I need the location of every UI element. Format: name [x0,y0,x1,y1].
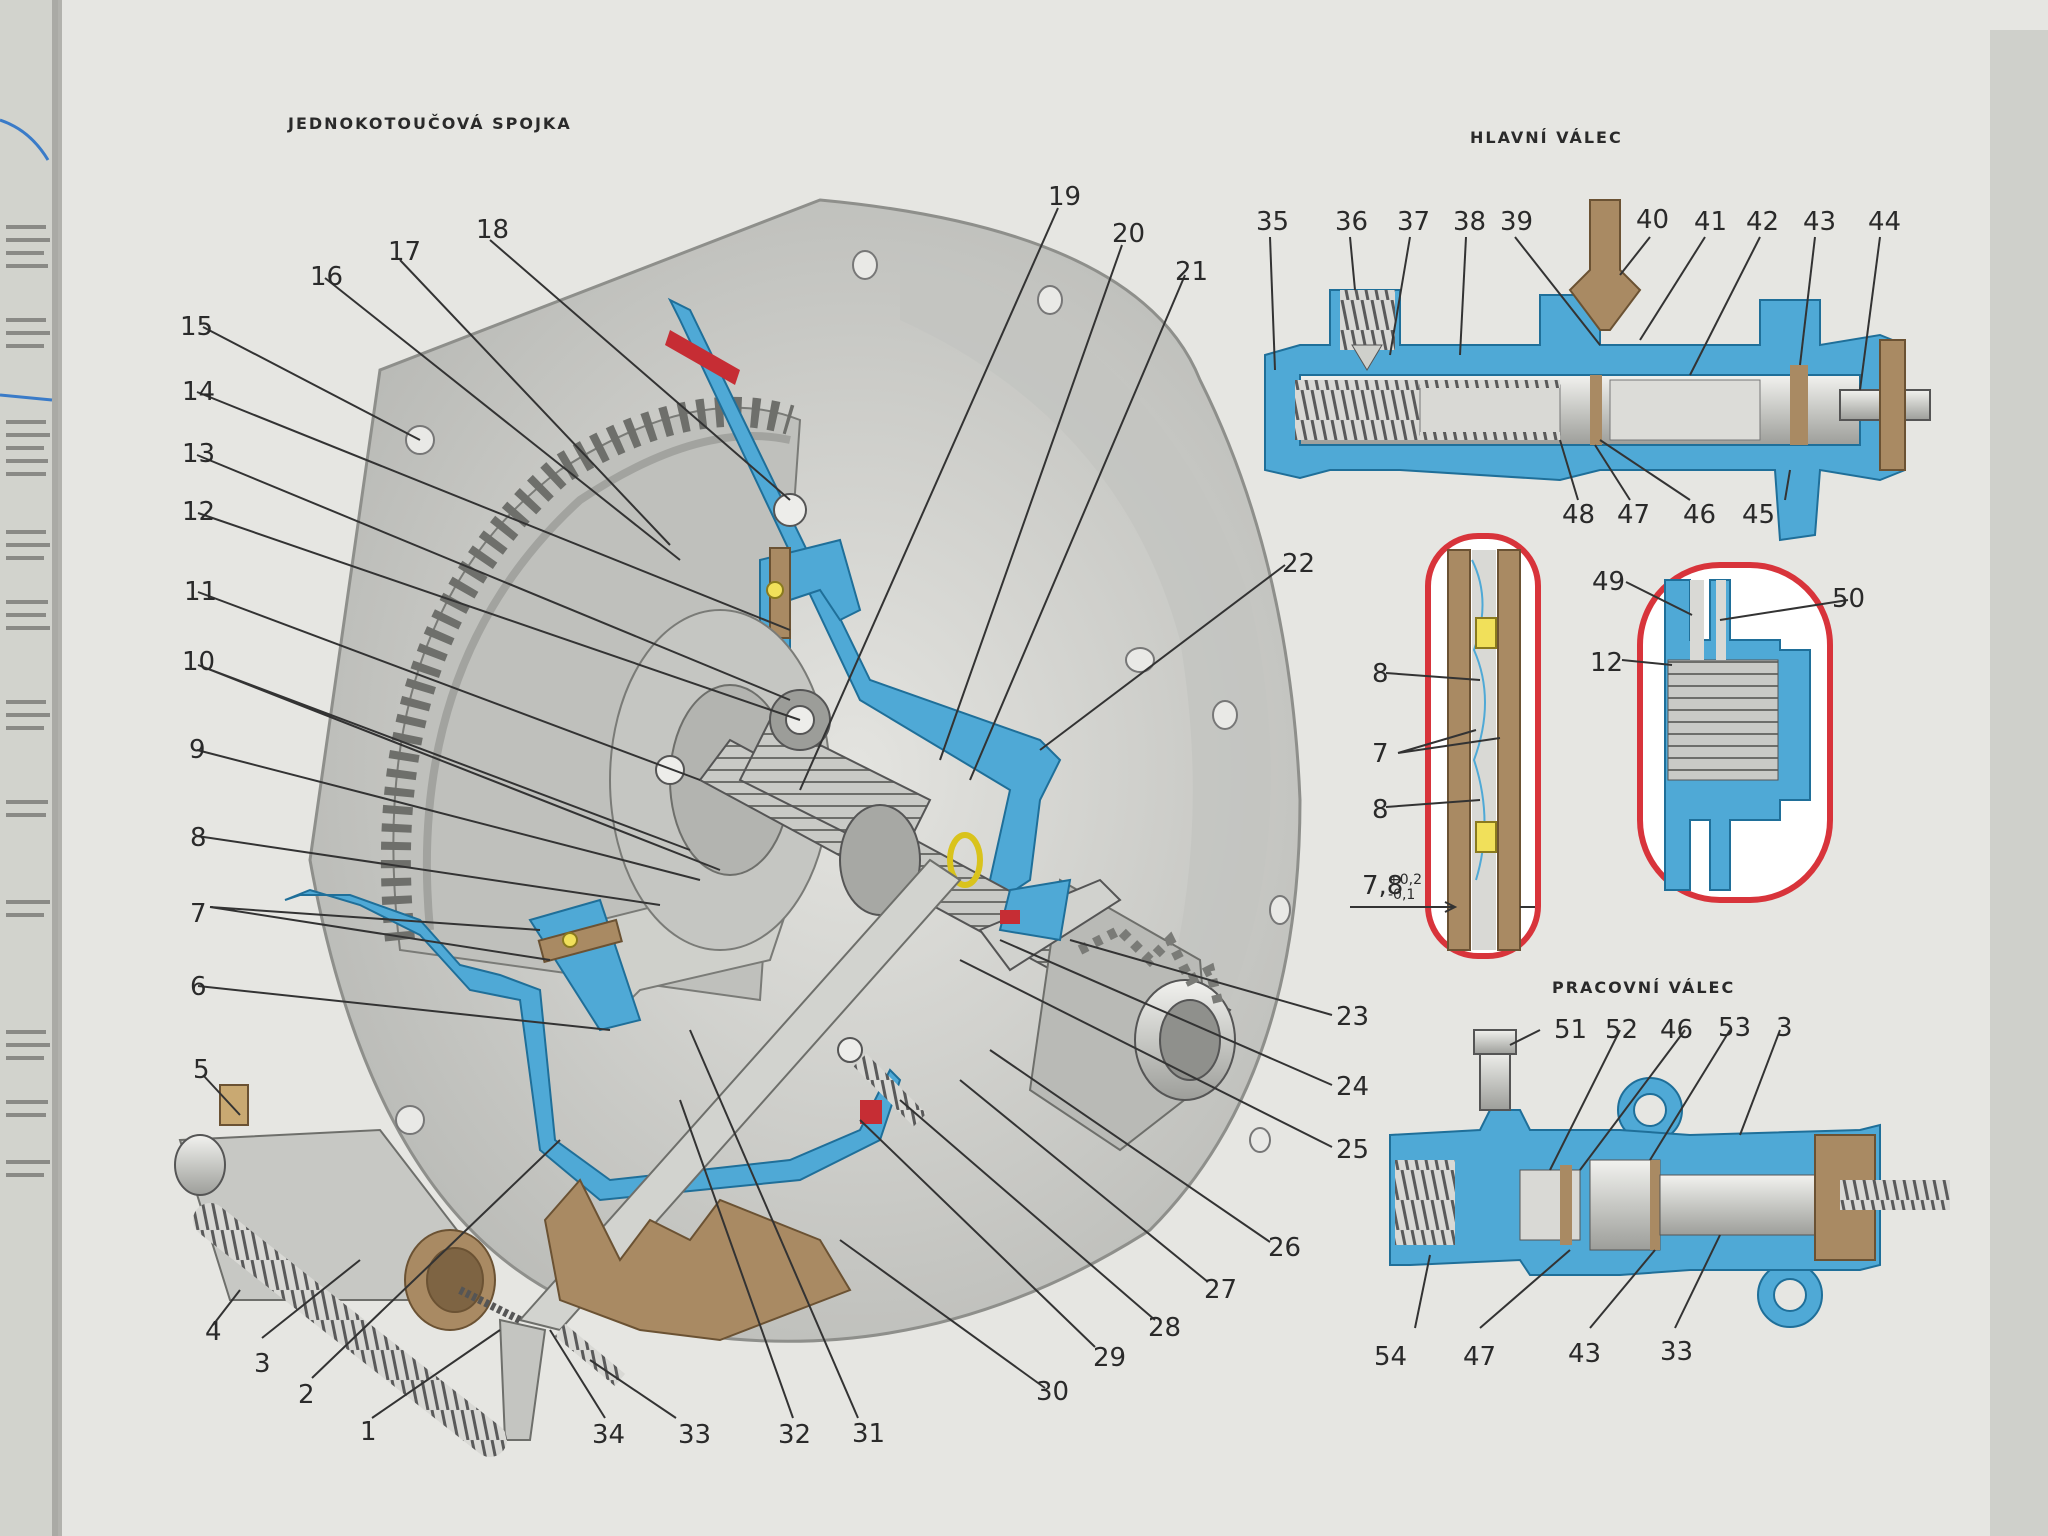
callout-46: 46 [1683,500,1716,530]
callout-29: 29 [1093,1343,1126,1373]
callout-31: 31 [852,1419,885,1449]
callout-26: 26 [1268,1233,1301,1263]
callout-3-slave: 3 [1776,1013,1793,1043]
callout-21: 21 [1175,257,1208,287]
callout-13: 13 [182,439,215,469]
callout-detail-8b: 8 [1372,795,1389,825]
callout-25: 25 [1336,1135,1369,1165]
callout-detail-12: 12 [1590,648,1623,678]
slave-cylinder-section [1389,1029,1950,1328]
callouts-master: 35 36 37 38 39 40 41 42 43 44 45 46 47 4… [1256,205,1901,530]
callouts-details: 8 7 8 49 50 12 [1372,567,1865,825]
callout-39: 39 [1500,207,1533,237]
callout-36: 36 [1335,207,1368,237]
callout-4: 4 [205,1317,222,1347]
callout-53: 53 [1718,1013,1751,1043]
callout-detail-7: 7 [1372,739,1389,769]
callout-47-slave: 47 [1463,1342,1496,1372]
callout-17: 17 [388,237,421,267]
callout-3: 3 [254,1349,271,1379]
callout-46-slave: 46 [1660,1015,1693,1045]
clutch-cutaway [174,198,1302,1457]
callout-1: 1 [360,1417,377,1447]
callout-19: 19 [1048,182,1081,212]
callouts-slave: 51 52 46 53 3 54 47 43 33 [1374,1013,1793,1372]
title-slave-cylinder: PRACOVNÍ VÁLEC [1552,978,1735,997]
housing-section [667,297,1062,902]
callout-27: 27 [1204,1275,1237,1305]
title-master-cylinder: HLAVNÍ VÁLEC [1470,128,1623,147]
callout-33: 33 [678,1420,711,1450]
callout-40: 40 [1636,205,1669,235]
callout-10: 10 [182,647,215,677]
callout-34: 34 [592,1420,625,1450]
callout-33-slave: 33 [1660,1337,1693,1367]
callout-30: 30 [1036,1377,1069,1407]
callout-24: 24 [1336,1072,1369,1102]
callout-6: 6 [190,972,207,1002]
callout-28: 28 [1148,1313,1181,1343]
callout-detail-8a: 8 [1372,659,1389,689]
callout-35: 35 [1256,207,1289,237]
callout-5: 5 [193,1055,210,1085]
callout-44: 44 [1868,207,1901,237]
callout-52: 52 [1605,1015,1638,1045]
tolerance-value: 7,8 [1362,871,1403,901]
callout-23: 23 [1336,1002,1369,1032]
callout-38: 38 [1453,207,1486,237]
bracket [543,1178,852,1342]
callout-16: 16 [310,262,343,292]
callout-45: 45 [1742,500,1775,530]
left-page-text [6,225,50,1177]
callout-32: 32 [778,1420,811,1450]
callout-43: 43 [1803,207,1836,237]
callout-43-slave: 43 [1568,1339,1601,1369]
leader-lines [196,207,1881,1419]
callout-detail-50: 50 [1832,584,1865,614]
callout-41: 41 [1694,207,1727,237]
tolerance-lower: -0,1 [1388,887,1415,903]
callout-20: 20 [1112,219,1145,249]
return-spring [193,1203,507,1457]
detail-friction-disc [1350,533,1541,959]
callout-54: 54 [1374,1342,1407,1372]
callout-42: 42 [1746,207,1779,237]
callout-12: 12 [182,497,215,527]
reservoir-fitting [1568,199,1642,331]
callout-8: 8 [190,823,207,853]
tolerance-upper: +0,2 [1388,872,1422,888]
callout-47: 47 [1617,500,1650,530]
callout-37: 37 [1397,207,1430,237]
callout-51: 51 [1554,1015,1587,1045]
callout-11: 11 [184,577,217,607]
callout-22: 22 [1282,549,1315,579]
master-cylinder-section [1264,199,1931,542]
callout-14: 14 [182,377,215,407]
callout-48: 48 [1562,500,1595,530]
callout-9: 9 [189,735,206,765]
detail-splined-hub [1637,562,1833,903]
callout-15: 15 [180,312,213,342]
title-main: JEDNOKOTOUČOVÁ SPOJKA [287,114,572,133]
callout-2: 2 [298,1380,315,1410]
callout-7: 7 [190,899,207,929]
callouts-main: 1 2 3 4 5 6 7 8 9 10 11 12 13 14 15 16 1… [180,182,1369,1450]
callout-detail-49: 49 [1592,567,1625,597]
callout-18: 18 [476,215,509,245]
